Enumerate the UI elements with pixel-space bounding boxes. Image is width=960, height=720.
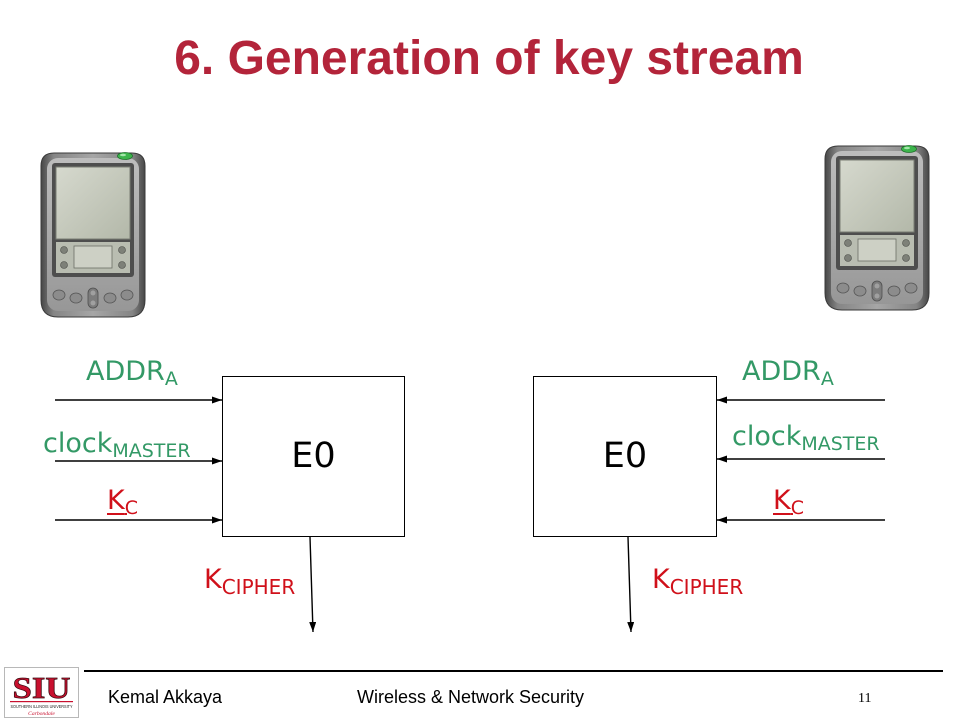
label-main: K <box>773 485 791 516</box>
pda-icon <box>40 152 146 318</box>
label-subscript: MASTER <box>801 433 880 455</box>
logo-campus-name: Carbondale <box>28 711 55 717</box>
clock-input-label-left: clockMASTER <box>43 428 191 461</box>
siu-logo: SIU SOUTHERN ILLINOIS UNIVERSITY Carbond… <box>4 667 79 718</box>
e0-block-left: E0 <box>222 376 405 537</box>
cipher-arrow-right <box>627 536 635 633</box>
cipher-output-label-left: KCIPHER <box>204 564 295 597</box>
label-subscript: C <box>124 497 138 519</box>
footer-divider <box>84 670 943 672</box>
label-main: clock <box>43 428 113 459</box>
logo-frame <box>4 667 79 718</box>
label-subscript: A <box>164 368 178 390</box>
addr-input-label-right: ADDRA <box>742 356 834 389</box>
footer-author: Kemal Akkaya <box>108 687 223 707</box>
logo-rule <box>10 701 73 703</box>
key-input-label-right: KC <box>773 485 804 518</box>
cipher-arrow-left <box>309 536 317 633</box>
label-main: ADDR <box>742 356 821 387</box>
label-subscript: MASTER <box>112 440 191 462</box>
block-label: E0 <box>291 436 336 476</box>
logo-letters: SIU <box>13 670 71 705</box>
label-main: K <box>107 485 125 516</box>
label-subscript: C <box>790 497 804 519</box>
e0-block-right: E0 <box>533 376 717 537</box>
clock-input-label-right: clockMASTER <box>732 421 880 454</box>
label-main: K <box>652 564 670 595</box>
label-subscript: CIPHER <box>221 575 296 599</box>
addr-input-label-left: ADDRA <box>86 356 178 389</box>
label-main: clock <box>732 421 802 452</box>
logo-university-name: SOUTHERN ILLINOIS UNIVERSITY <box>11 704 73 709</box>
label-main: K <box>204 564 222 595</box>
slide-title: 6. Generation of key stream <box>174 32 804 85</box>
label-main: ADDR <box>86 356 165 387</box>
pda-icon <box>824 145 930 311</box>
cipher-output-label-right: KCIPHER <box>652 564 743 597</box>
footer-course-title: Wireless & Network Security <box>357 687 585 707</box>
label-subscript: A <box>820 368 834 390</box>
key-input-label-left: KC <box>107 485 138 518</box>
label-subscript: CIPHER <box>669 575 744 599</box>
block-label: E0 <box>602 436 648 476</box>
page-number: 11 <box>858 691 872 706</box>
